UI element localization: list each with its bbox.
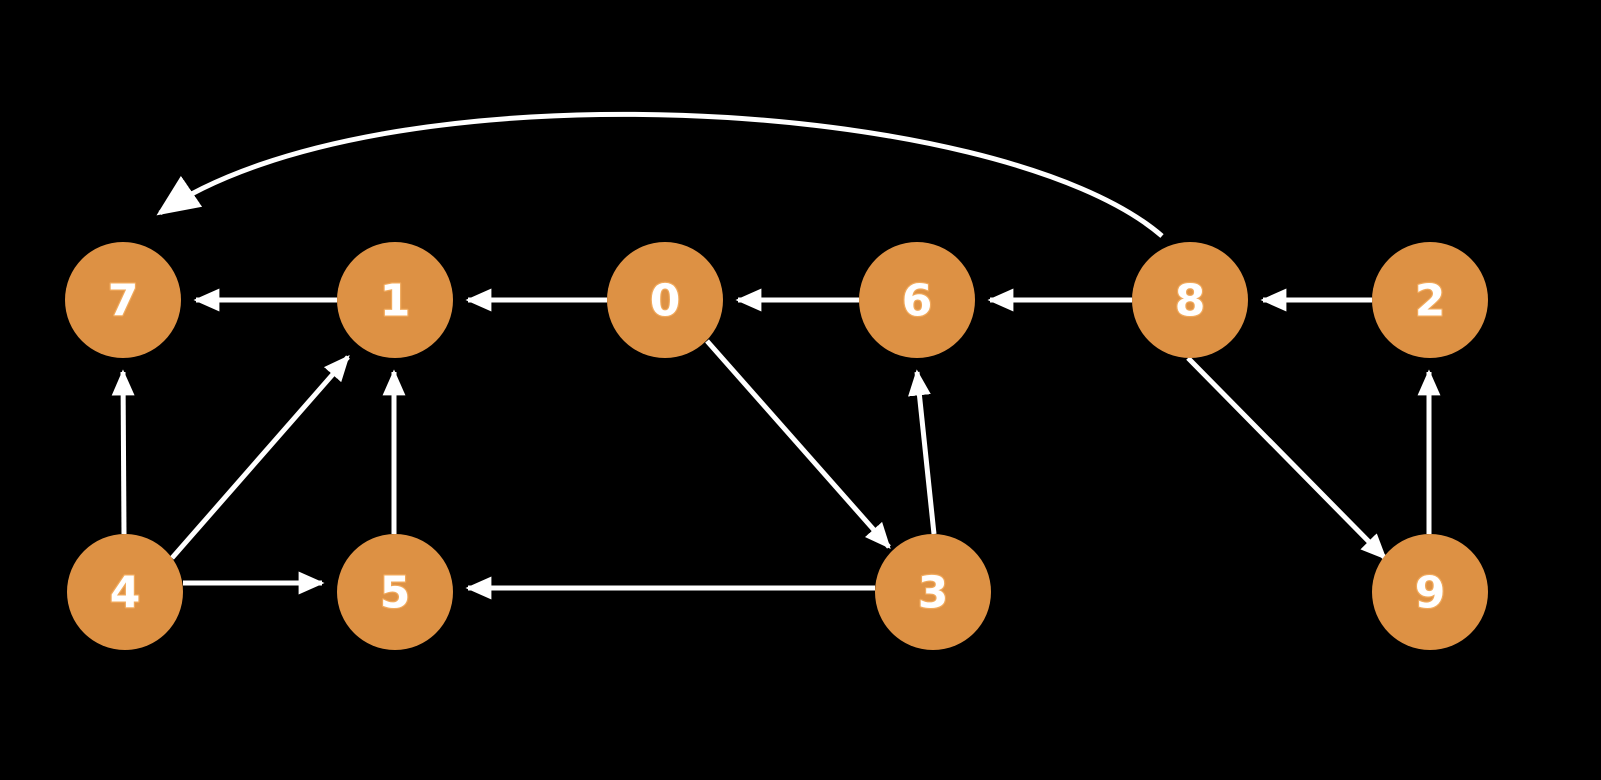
node-label-0: 0	[650, 276, 681, 327]
node-circle-9[interactable]	[1372, 534, 1488, 650]
edge-8-to-9	[1186, 356, 1387, 560]
graph-node-1[interactable]: 1	[337, 242, 453, 358]
graph-node-5[interactable]: 5	[337, 534, 453, 650]
node-circle-5[interactable]	[337, 534, 453, 650]
node-label-9: 9	[1415, 568, 1446, 619]
node-circle-4[interactable]	[67, 534, 183, 650]
node-circle-8[interactable]	[1132, 242, 1248, 358]
edge-4-to-7	[111, 369, 135, 535]
node-label-1: 1	[380, 276, 411, 327]
node-circle-1[interactable]	[337, 242, 453, 358]
edge-8-to-7-curved	[156, 111, 1164, 238]
node-circle-2[interactable]	[1372, 242, 1488, 358]
graph-node-8[interactable]: 8	[1132, 242, 1248, 358]
node-label-7: 7	[108, 276, 139, 327]
edges-layer	[111, 111, 1441, 600]
node-label-3: 3	[918, 568, 949, 619]
node-label-2: 2	[1415, 276, 1446, 327]
node-circle-6[interactable]	[859, 242, 975, 358]
node-label-5: 5	[380, 568, 411, 619]
graph-node-4[interactable]: 4	[67, 534, 183, 650]
node-label-8: 8	[1175, 276, 1206, 327]
edge-3-to-6	[908, 369, 937, 535]
graph-node-0[interactable]: 0	[607, 242, 723, 358]
edge-4-to-1	[170, 355, 350, 560]
graph-node-3[interactable]: 3	[875, 534, 991, 650]
graph-node-7[interactable]: 7	[65, 242, 181, 358]
graph-node-2[interactable]: 2	[1372, 242, 1488, 358]
graph-node-9[interactable]: 9	[1372, 534, 1488, 650]
edge-0-to-3	[705, 339, 891, 549]
node-circle-3[interactable]	[875, 534, 991, 650]
nodes-layer: 7 1 0 6 8 2 4	[65, 242, 1488, 650]
graph-node-6[interactable]: 6	[859, 242, 975, 358]
node-circle-7[interactable]	[65, 242, 181, 358]
node-circle-0[interactable]	[607, 242, 723, 358]
node-label-6: 6	[902, 276, 933, 327]
node-label-4: 4	[110, 568, 141, 619]
